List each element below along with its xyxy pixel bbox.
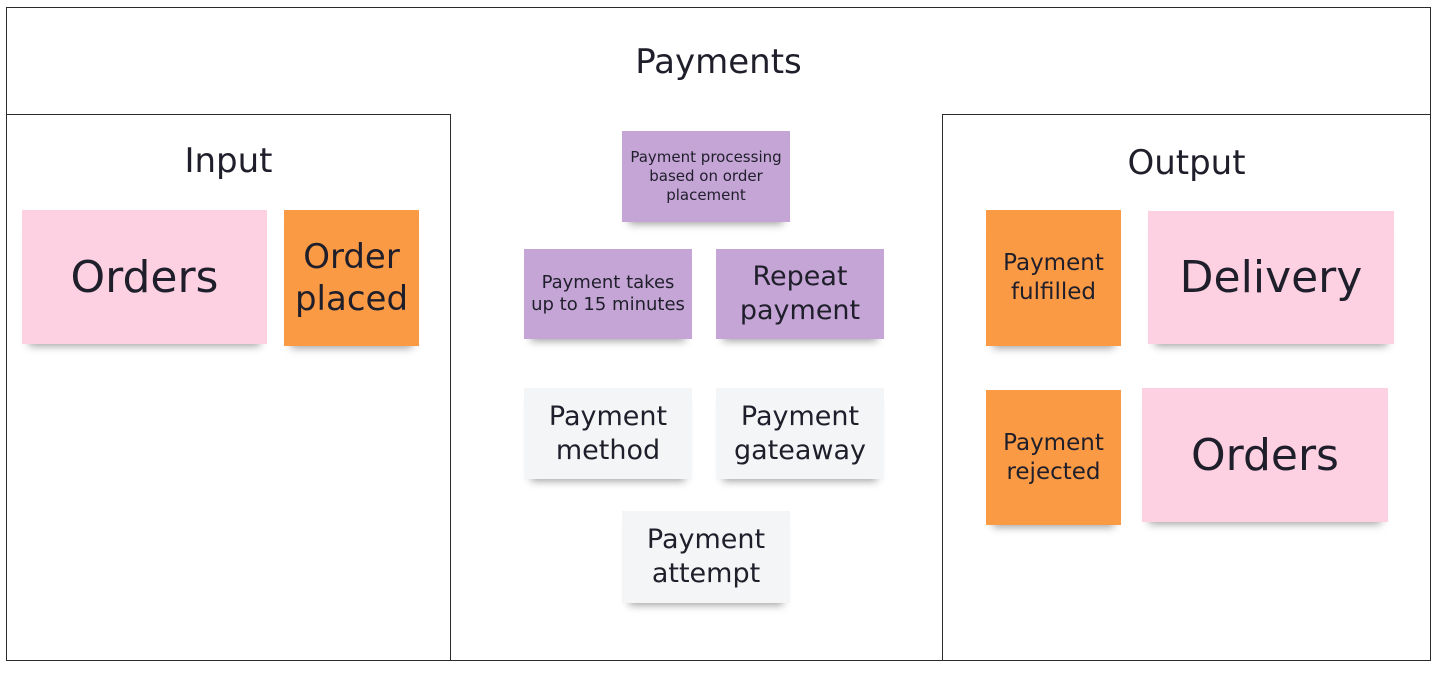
sticky-payment-method[interactable]: Payment method <box>524 388 692 479</box>
sticky-order-placed[interactable]: Order placed <box>284 210 419 346</box>
sticky-payment-takes[interactable]: Payment takes up to 15 minutes <box>524 249 692 339</box>
sticky-payment-gateway[interactable]: Payment gateaway <box>716 388 884 479</box>
sticky-output-orders[interactable]: Orders <box>1142 388 1388 522</box>
input-frame: Input <box>6 114 451 661</box>
output-frame: Output <box>942 114 1431 661</box>
sticky-input-orders[interactable]: Orders <box>22 210 267 344</box>
input-frame-title: Input <box>184 141 273 181</box>
sticky-payment-rejected[interactable]: Payment rejected <box>986 390 1121 525</box>
sticky-delivery[interactable]: Delivery <box>1148 211 1394 344</box>
payments-frame-title: Payments <box>635 42 802 82</box>
sticky-repeat-payment[interactable]: Repeat payment <box>716 249 884 339</box>
sticky-payment-processing[interactable]: Payment processing based on order placem… <box>622 131 790 222</box>
output-frame-title: Output <box>1127 143 1246 183</box>
sticky-payment-fulfilled[interactable]: Payment fulfilled <box>986 210 1121 346</box>
sticky-payment-attempt[interactable]: Payment attempt <box>622 511 790 603</box>
